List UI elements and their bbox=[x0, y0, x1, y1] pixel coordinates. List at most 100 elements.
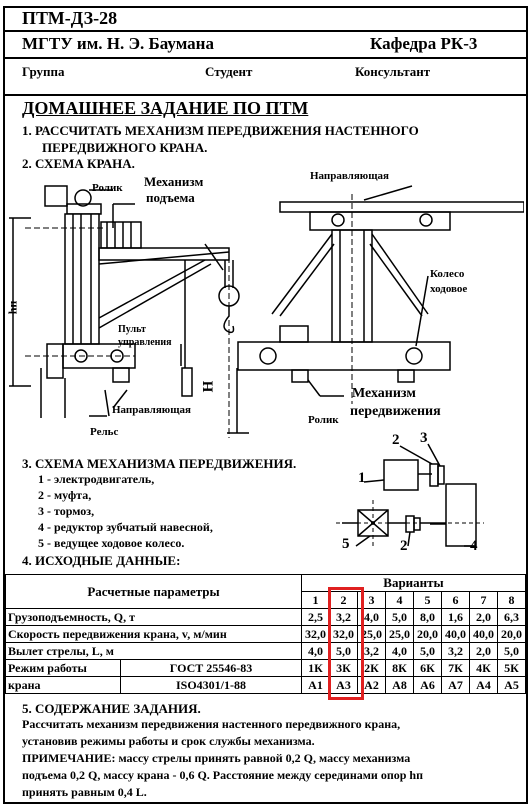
param-label: Скорость передвижения крана, v, м/мин bbox=[5, 625, 302, 643]
label-wheel-1: Колесо bbox=[430, 268, 465, 280]
mode-value: А7 bbox=[441, 676, 470, 694]
consultant-label: Консультант bbox=[355, 64, 431, 79]
param-label: Вылет стрелы, L, м bbox=[5, 642, 302, 660]
param-value: 20,0 bbox=[413, 625, 442, 643]
group-label: Группа bbox=[22, 64, 65, 79]
mechanism-item: 1 - электродвигатель, bbox=[38, 472, 155, 486]
variant-number: 1 bbox=[301, 591, 330, 609]
label-roller-left: Ролик bbox=[92, 182, 123, 194]
task-text: Рассчитать механизм передвижения настенн… bbox=[22, 717, 401, 731]
label-roller-right: Ролик bbox=[308, 414, 339, 426]
param-value: 8,0 bbox=[413, 608, 442, 626]
param-value: 2,0 bbox=[469, 642, 498, 660]
variant-number: 7 bbox=[469, 591, 498, 609]
section5-title: 5. СОДЕРЖАНИЕ ЗАДАНИЯ. bbox=[22, 701, 201, 716]
params-header: Расчетные параметры bbox=[5, 574, 302, 609]
department-name: Кафедра РК-3 bbox=[370, 34, 478, 53]
param-value: 3,2 bbox=[441, 642, 470, 660]
param-value: 25,0 bbox=[357, 625, 386, 643]
label-hp: hп bbox=[5, 300, 20, 315]
param-value: 5,0 bbox=[385, 608, 414, 626]
param-value: 1,6 bbox=[441, 608, 470, 626]
section3-title: 3. СХЕМА МЕХАНИЗМА ПЕРЕДВИЖЕНИЯ. bbox=[22, 456, 297, 471]
mode-value: А8 bbox=[385, 676, 414, 694]
mechanism-item: 4 - редуктор зубчатый навесной, bbox=[38, 520, 213, 534]
label-travel-2: передвижения bbox=[350, 404, 441, 419]
param-value: 32,0 bbox=[301, 625, 330, 643]
schematic-num: 2 bbox=[400, 538, 408, 554]
mode-value: 1К bbox=[301, 659, 330, 677]
section1-line1: 1. РАССЧИТАТЬ МЕХАНИЗМ ПЕРЕДВИЖЕНИЯ НАСТ… bbox=[22, 123, 419, 138]
wall-crane-left-view bbox=[9, 185, 249, 438]
schematic-num: 1 bbox=[358, 470, 366, 486]
variant-number: 8 bbox=[497, 591, 526, 609]
mode-value: 8К bbox=[385, 659, 414, 677]
note-text: принять равным 0,4 L. bbox=[22, 785, 147, 799]
mode-label: крана bbox=[5, 676, 121, 694]
label-guide-right: Направляющая bbox=[310, 170, 389, 182]
mode-value: А1 bbox=[301, 676, 330, 694]
label-lift-mechanism-2: подъема bbox=[146, 190, 195, 205]
param-value: 40,0 bbox=[441, 625, 470, 643]
param-value: 5,0 bbox=[413, 642, 442, 660]
param-value: 6,3 bbox=[497, 608, 526, 626]
mechanism-item: 5 - ведущее ходовое колесо. bbox=[38, 536, 185, 550]
outer-frame bbox=[3, 6, 528, 804]
standard-name: ГОСТ 25546-83 bbox=[120, 659, 302, 677]
schematic-num: 2 bbox=[392, 432, 400, 448]
mode-value: 4К bbox=[469, 659, 498, 677]
divider bbox=[5, 30, 526, 32]
section2-title: 2. СХЕМА КРАНА. bbox=[22, 156, 135, 171]
mechanism-item: 3 - тормоз, bbox=[38, 504, 95, 518]
mode-value: А4 bbox=[469, 676, 498, 694]
param-value: 2,5 bbox=[301, 608, 330, 626]
mode-value: 6К bbox=[413, 659, 442, 677]
note-text: подъема 0,2 Q, массу крана - 0,6 Q. Расс… bbox=[22, 768, 424, 782]
label-guide-left: Направляющая bbox=[112, 404, 191, 416]
label-lift-mechanism-1: Механизм bbox=[144, 174, 204, 189]
label-wheel-2: ходовое bbox=[430, 283, 468, 295]
university-name: МГТУ им. Н. Э. Баумана bbox=[22, 34, 214, 53]
mode-value: А5 bbox=[497, 676, 526, 694]
note-text: ПРИМЕЧАНИЕ: массу стрелы принять равной … bbox=[22, 751, 411, 765]
param-value: 40,0 bbox=[469, 625, 498, 643]
schematic-num: 3 bbox=[420, 430, 428, 446]
mode-value: 7К bbox=[441, 659, 470, 677]
param-value: 5,0 bbox=[329, 642, 358, 660]
mode-value: А6 bbox=[413, 676, 442, 694]
label-H: H bbox=[200, 380, 217, 393]
variant-number: 4 bbox=[385, 591, 414, 609]
param-value: 5,0 bbox=[497, 642, 526, 660]
label-rail: Рельс bbox=[90, 426, 119, 438]
param-value: 4,0 bbox=[385, 642, 414, 660]
param-value: 3,2 bbox=[329, 608, 358, 626]
label-control-2: управления bbox=[118, 337, 172, 348]
divider bbox=[5, 57, 526, 59]
divider bbox=[5, 94, 526, 96]
travel-mechanism-schematic bbox=[336, 443, 484, 547]
student-label: Студент bbox=[205, 64, 253, 79]
mechanism-item: 2 - муфта, bbox=[38, 488, 92, 502]
mode-label: Режим работы bbox=[5, 659, 121, 677]
variant-number: 6 bbox=[441, 591, 470, 609]
param-value: 25,0 bbox=[385, 625, 414, 643]
mode-value: 5К bbox=[497, 659, 526, 677]
variant-number: 5 bbox=[413, 591, 442, 609]
page-title: ДОМАШНЕЕ ЗАДАНИЕ ПО ПТМ bbox=[22, 98, 309, 118]
task-text: установив режимы работы и срок службы ме… bbox=[22, 734, 315, 748]
section1-line2: ПЕРЕДВИЖНОГО КРАНА. bbox=[42, 140, 208, 155]
param-label: Грузоподъемность, Q, т bbox=[5, 608, 302, 626]
wall-crane-front-view bbox=[237, 185, 524, 404]
param-value: 2,0 bbox=[469, 608, 498, 626]
schematic-num: 5 bbox=[342, 536, 350, 552]
selected-variant-highlight bbox=[328, 587, 364, 700]
document-code: ПТМ-ДЗ-28 bbox=[22, 8, 118, 28]
schematic-num: 4 bbox=[470, 538, 478, 554]
mode-value: А2 bbox=[357, 676, 386, 694]
